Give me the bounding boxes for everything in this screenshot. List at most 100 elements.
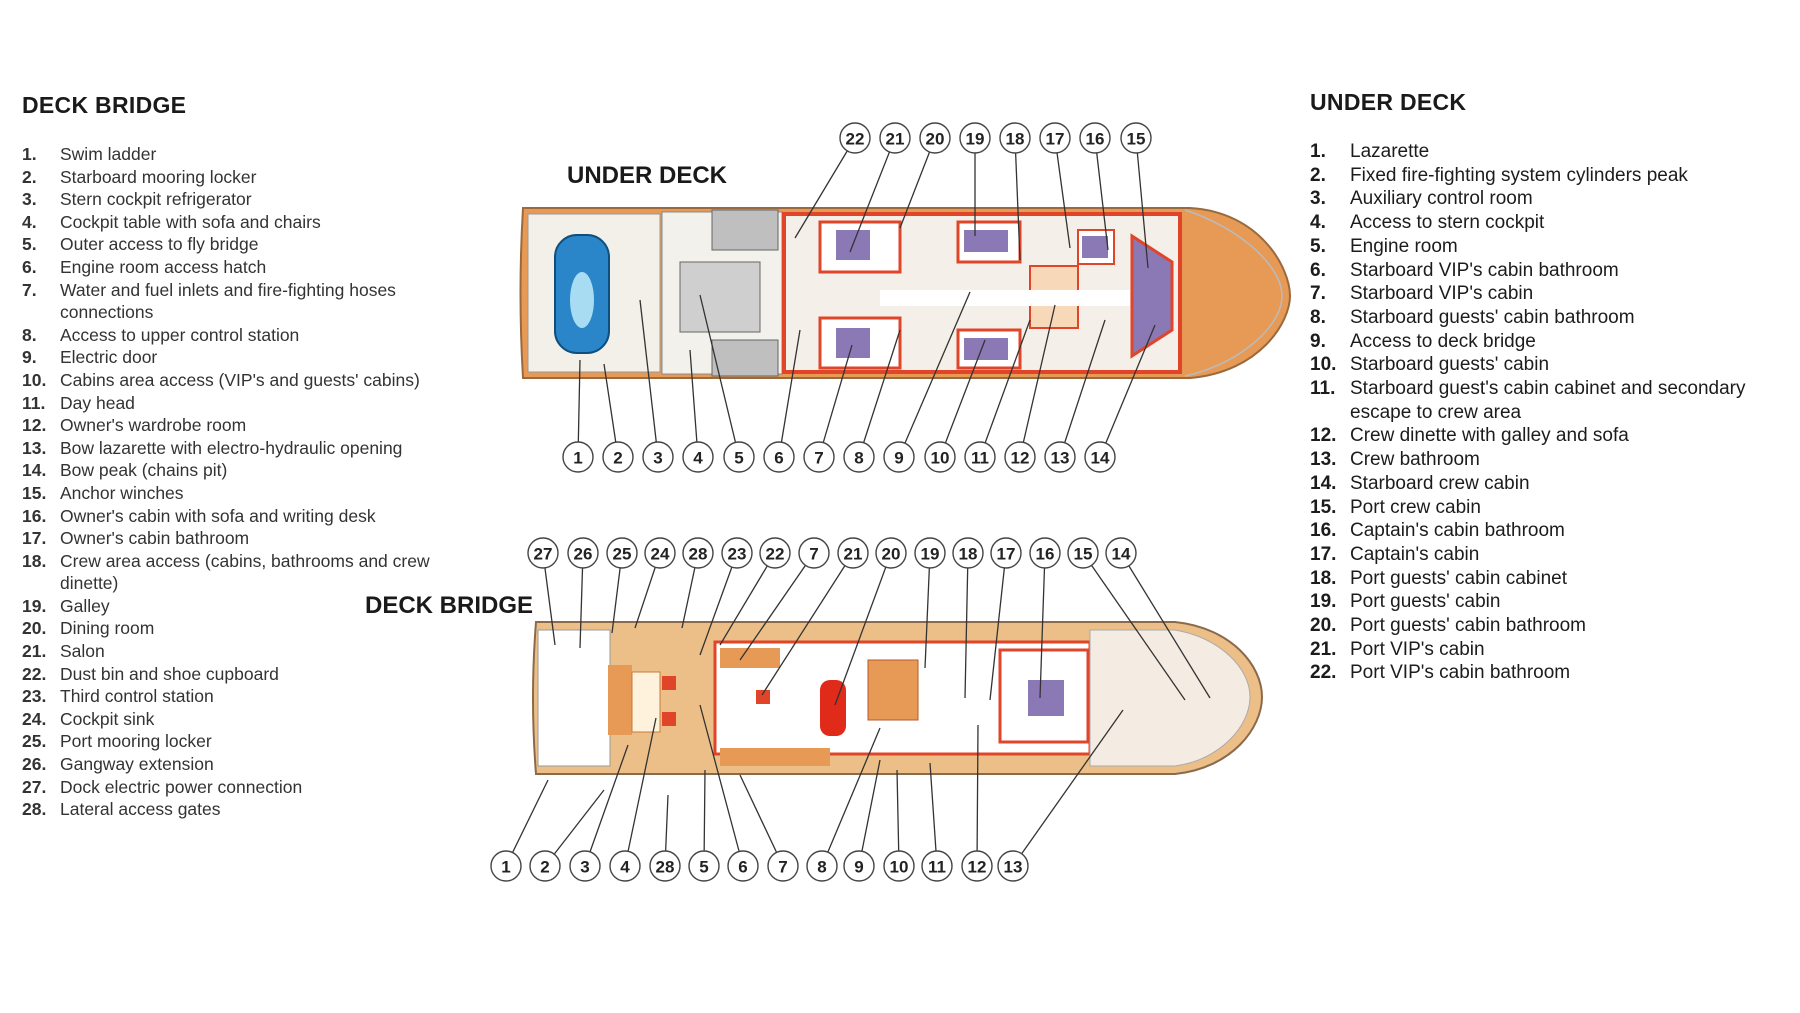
callout-marker: 18 bbox=[999, 122, 1031, 154]
callout-marker: 2 bbox=[602, 441, 634, 473]
leader-line bbox=[929, 762, 938, 867]
legend-item-number: 7. bbox=[1310, 283, 1326, 305]
legend-item: 10.Cabins area access (VIP's and guests'… bbox=[22, 369, 482, 392]
callout-circle bbox=[602, 441, 634, 473]
callout-circle bbox=[529, 850, 561, 882]
legend-item: 27.Dock electric power connection bbox=[22, 776, 482, 799]
legend-item-text: Galley bbox=[60, 595, 110, 616]
callout-circle bbox=[837, 537, 869, 569]
legend-item: 13. Bow lazarette with electro-hydraulic … bbox=[22, 437, 482, 460]
legend-item-number: 3. bbox=[1310, 188, 1326, 210]
callout-label: 7 bbox=[814, 449, 823, 468]
legend-item-text: Fixed fire-fighting system cylinders pea… bbox=[1350, 164, 1688, 186]
legend-item: 14.Starboard crew cabin bbox=[1310, 472, 1790, 496]
legend-item-number: 16. bbox=[22, 505, 47, 526]
salon-sofa-top bbox=[720, 648, 780, 668]
leader-line bbox=[579, 552, 584, 649]
callout-label: 17 bbox=[1046, 130, 1065, 149]
legend-item-text: Port crew cabin bbox=[1350, 496, 1481, 518]
callout-label: 14 bbox=[1091, 449, 1110, 468]
leader-line bbox=[739, 774, 784, 867]
callout-label: 22 bbox=[766, 545, 785, 564]
legend-item-number: 23. bbox=[22, 686, 47, 707]
callout-circle bbox=[875, 537, 907, 569]
leader-line bbox=[699, 552, 738, 656]
legend-item-text: Electric door bbox=[60, 347, 158, 368]
legend-item-text: Day head bbox=[60, 392, 135, 413]
callout-circle bbox=[490, 850, 522, 882]
salon-coffee-table bbox=[756, 690, 770, 704]
callout-circle bbox=[569, 850, 601, 882]
callout-marker: 20 bbox=[919, 122, 951, 154]
legend-item-text: Crew bathroom bbox=[1350, 449, 1480, 471]
legend-item: 18.Crew area access (cabins, bathrooms a… bbox=[22, 550, 482, 595]
legend-item-number: 9. bbox=[22, 347, 37, 368]
salon-sofa-bottom bbox=[720, 748, 830, 766]
legend-item-text: Engine room bbox=[1350, 235, 1458, 257]
callout-marker: 1 bbox=[562, 441, 594, 473]
legend-item-number: 9. bbox=[1310, 330, 1326, 352]
legend-item-text: Lazarette bbox=[1350, 141, 1430, 162]
leader-line bbox=[818, 344, 853, 458]
leader-line bbox=[834, 552, 892, 706]
callout-marker: 7 bbox=[798, 537, 830, 569]
aux-room-lower bbox=[711, 339, 779, 377]
legend-item-number: 21. bbox=[22, 641, 47, 662]
legend-item-number: 17. bbox=[1310, 543, 1337, 565]
legend-item-text: Gangway extension bbox=[60, 754, 214, 775]
crew-cabins-bow bbox=[1130, 233, 1174, 359]
callout-marker: 12 bbox=[1004, 441, 1036, 473]
legend-item: 8.Access to upper control station bbox=[22, 324, 482, 347]
legend-item: 20.Port guests' cabin bathroom bbox=[1310, 614, 1790, 638]
legend-item-number: 2. bbox=[1310, 164, 1326, 186]
legend-item-text: Bow lazarette with electro-hydraulic ope… bbox=[60, 437, 403, 458]
legend-item: 7.Water and fuel inlets and fire-fightin… bbox=[22, 279, 482, 324]
callout-marker: 23 bbox=[721, 537, 753, 569]
legend-item-number: 17. bbox=[22, 528, 47, 549]
legend-item-text: Captain's cabin bathroom bbox=[1350, 520, 1565, 542]
callout-circle bbox=[767, 850, 799, 882]
leader-line bbox=[624, 717, 657, 867]
leader-line bbox=[1014, 137, 1021, 261]
legend-item-number: 26. bbox=[22, 754, 47, 775]
leader-line bbox=[1082, 552, 1186, 701]
callout-label: 18 bbox=[1006, 130, 1025, 149]
callout-marker: 3 bbox=[642, 441, 674, 473]
legend-item: 8.Starboard guests' cabin bathroom bbox=[1310, 306, 1790, 330]
legend-item-number: 13. bbox=[22, 437, 47, 458]
legend-item-number: 22. bbox=[1310, 662, 1337, 684]
callout-label: 6 bbox=[774, 449, 783, 468]
legend-item: 17.Captain's cabin bbox=[1310, 543, 1790, 567]
callout-circle bbox=[1084, 441, 1116, 473]
callout-circle bbox=[688, 850, 720, 882]
callout-circle bbox=[1079, 122, 1111, 154]
leader-line bbox=[689, 349, 699, 458]
legend-item-number: 19. bbox=[1310, 591, 1337, 613]
callout-circle bbox=[921, 850, 953, 882]
leader-line bbox=[639, 299, 659, 458]
callout-circle bbox=[1004, 441, 1036, 473]
callout-circle bbox=[721, 537, 753, 569]
legend-item-text: Cabins area access (VIP's and guests' ca… bbox=[60, 369, 420, 390]
legend-item: 25.Port mooring locker bbox=[22, 730, 482, 753]
legend-item: 15.Anchor winches bbox=[22, 482, 482, 505]
cockpit-chair-2 bbox=[662, 712, 676, 726]
callout-label: 22 bbox=[846, 130, 865, 149]
callout-label: 28 bbox=[689, 545, 708, 564]
callout-marker: 21 bbox=[837, 537, 869, 569]
callout-marker: 17 bbox=[990, 537, 1022, 569]
callout-label: 9 bbox=[894, 449, 903, 468]
callout-label: 8 bbox=[817, 858, 826, 877]
legend-item: 22.Port VIP's cabin bathroom bbox=[1310, 661, 1790, 685]
callout-circle bbox=[843, 850, 875, 882]
legend-item-number: 22. bbox=[22, 663, 47, 684]
callout-label: 10 bbox=[931, 449, 950, 468]
legend-item: 12.Crew dinette with galley and sofa bbox=[1310, 424, 1790, 448]
callout-circle bbox=[1067, 537, 1099, 569]
legend-item-text: Starboard VIP's cabin bbox=[1350, 283, 1534, 305]
legend-item: 1.Swim ladder bbox=[22, 143, 482, 166]
leader-line bbox=[1120, 552, 1211, 699]
